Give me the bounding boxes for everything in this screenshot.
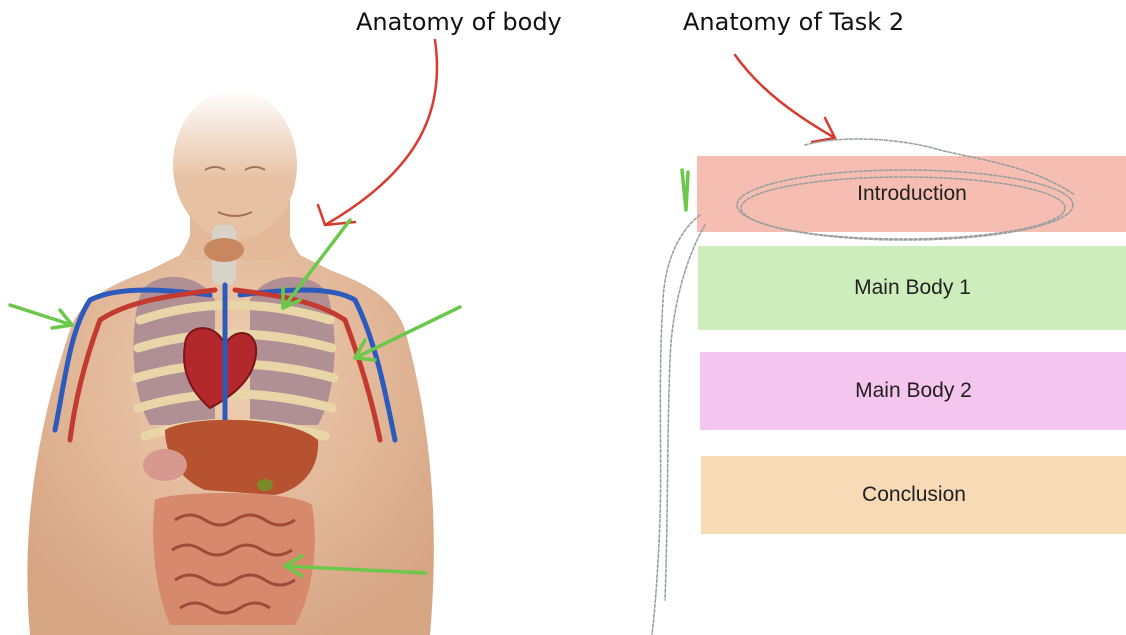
green-arrow-right-arm [355, 307, 460, 360]
pencil-scribble [652, 139, 1075, 635]
green-tick-mark [682, 170, 688, 210]
red-arrow-task [735, 55, 835, 142]
green-arrow-lungs [283, 220, 350, 308]
red-arrow-body [318, 40, 437, 225]
green-arrow-intestines [285, 556, 425, 576]
green-arrow-left-arm [10, 305, 72, 328]
